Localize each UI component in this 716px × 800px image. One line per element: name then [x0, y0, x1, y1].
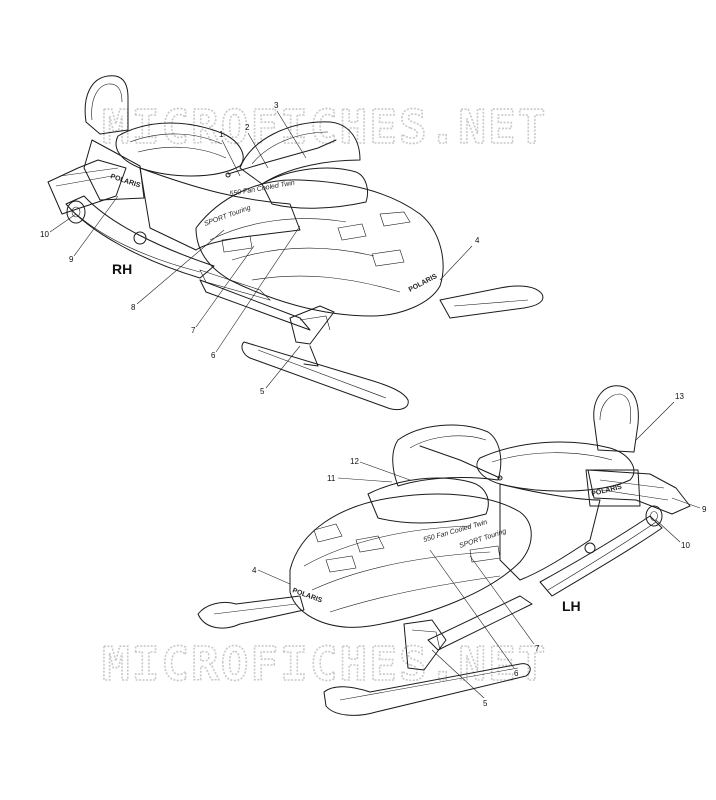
- watermark-top: MICROFICHES.NET: [102, 100, 547, 154]
- lh-callouts: 4 5 6 7 9 10 11 12 13: [252, 392, 707, 708]
- lh-callout-6: 6: [514, 669, 519, 678]
- rh-callout-8: 8: [131, 303, 136, 312]
- lh-callout-5: 5: [483, 699, 488, 708]
- lh-callout-11: 11: [327, 474, 336, 483]
- rh-callout-9: 9: [69, 255, 74, 264]
- rh-callout-6: 6: [211, 351, 216, 360]
- rh-callout-7: 7: [191, 326, 196, 335]
- rh-callout-5: 5: [260, 387, 265, 396]
- rh-callout-2: 2: [245, 123, 250, 132]
- rh-view-label: RH: [112, 261, 132, 277]
- rh-model-decal: SPORT Touring: [203, 204, 252, 227]
- lh-rear-brand: POLARIS: [591, 484, 623, 498]
- lh-view-label: LH: [562, 598, 581, 614]
- lh-callout-13: 13: [675, 392, 684, 401]
- rh-rear-brand: POLARIS: [109, 173, 141, 189]
- rh-callout-10: 10: [40, 230, 49, 239]
- rh-callouts: 1 2 3 4 5 6 7 8 9 10: [40, 101, 480, 396]
- lh-callout-7: 7: [535, 644, 540, 653]
- rh-callout-3: 3: [274, 101, 279, 110]
- lh-front-brand: POLARIS: [291, 587, 323, 604]
- watermark-bottom: MICROFICHES.NET: [102, 637, 547, 691]
- rh-callout-1: 1: [219, 130, 224, 139]
- rh-engine-decal: 550 Fan Cooled Twin: [229, 180, 295, 198]
- lh-callout-4: 4: [252, 566, 257, 575]
- lh-callout-9: 9: [702, 505, 707, 514]
- lh-callout-10: 10: [681, 541, 690, 550]
- rh-callout-4: 4: [475, 236, 480, 245]
- rh-front-brand: POLARIS: [408, 273, 439, 294]
- lh-callout-12: 12: [350, 457, 359, 466]
